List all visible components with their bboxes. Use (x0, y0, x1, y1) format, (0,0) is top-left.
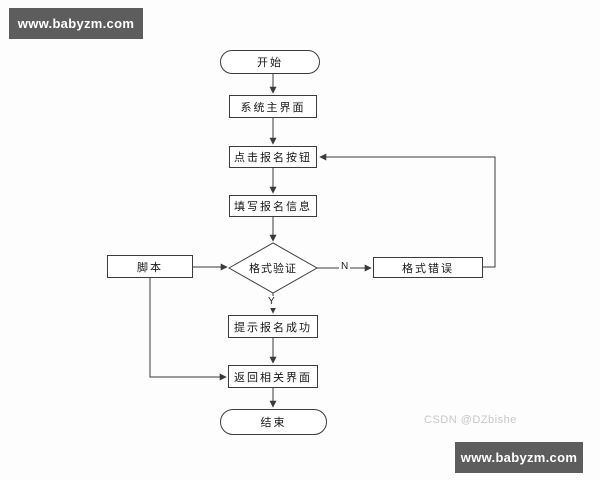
node-start-label: 开始 (257, 57, 283, 69)
watermark-bottom-right-text: www.babyzm.com (460, 450, 578, 465)
node-main-ui-label: 系统主界面 (240, 101, 306, 114)
node-end: 结束 (220, 409, 327, 435)
node-format-error-label: 格式错误 (402, 262, 454, 275)
watermark-bottom-right: www.babyzm.com (455, 442, 583, 473)
node-fill-info-label: 填写报名信息 (234, 201, 312, 213)
node-start: 开始 (220, 50, 320, 74)
node-script-label: 脚本 (137, 261, 163, 274)
node-fill-info: 填写报名信息 (229, 195, 317, 217)
connector-script-to-return (149, 278, 227, 381)
edge-label-no: N (339, 261, 351, 273)
node-end-label: 结束 (260, 417, 287, 429)
connector-error-back-to-click (319, 153, 496, 268)
watermark-top-left-text: www.babyzm.com (17, 16, 135, 31)
csdn-watermark: CSDN @DZbishe (424, 414, 517, 426)
node-format-error: 格式错误 (373, 257, 483, 278)
node-click-register-label: 点击报名按钮 (234, 152, 312, 164)
node-script: 脚本 (107, 255, 193, 278)
node-return-ui: 返回相关界面 (228, 365, 318, 388)
edge-label-yes: Y (266, 296, 277, 308)
node-return-ui-label: 返回相关界面 (234, 371, 312, 384)
node-success-prompt-label: 提示报名成功 (234, 321, 312, 334)
node-validate: 格式验证 (233, 258, 313, 278)
validate-diamond-shape (227, 242, 319, 294)
node-main-ui: 系统主界面 (229, 95, 317, 118)
watermark-top-left: www.babyzm.com (9, 8, 143, 39)
node-success-prompt: 提示报名成功 (228, 315, 318, 338)
node-validate-label: 格式验证 (249, 263, 297, 275)
node-click-register: 点击报名按钮 (229, 146, 317, 168)
